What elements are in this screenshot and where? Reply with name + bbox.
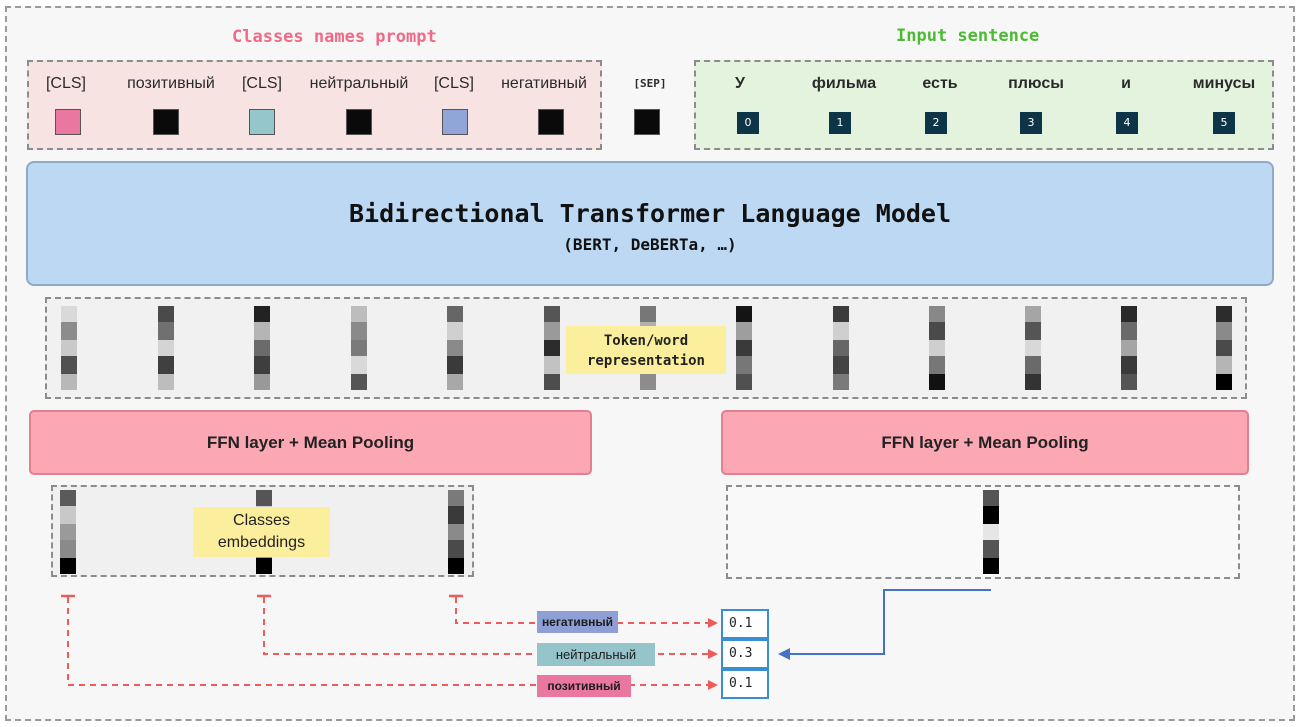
sentence-word: есть <box>922 75 958 92</box>
ffn-mean-pooling-right: FFN layer + Mean Pooling <box>721 410 1249 475</box>
word-token-square <box>346 109 372 135</box>
sep-token-label: [SEP] <box>633 77 667 90</box>
sentence-word: фильма <box>811 75 877 92</box>
prompt-token-label: позитивный <box>127 75 215 92</box>
cls-positive-token-square <box>55 109 81 135</box>
model-title: Bidirectional Transformer Language Model <box>348 199 952 228</box>
prompt-token-label: [CLS] <box>241 75 282 92</box>
token-index-badge: 0 <box>737 112 759 134</box>
prompt-token-label: [CLS] <box>433 75 474 92</box>
input-sentence-title: Input sentence <box>896 26 1040 46</box>
token-vector <box>1216 306 1232 390</box>
class-embedding-vector <box>448 490 464 574</box>
token-representation-label: Token/word representation <box>566 326 726 374</box>
token-vector <box>254 306 270 390</box>
score-positive: 0.1 <box>721 669 769 699</box>
sentence-word: минусы <box>1192 75 1256 92</box>
prompt-token-label: нейтральный <box>309 75 409 92</box>
token-index-badge: 3 <box>1020 112 1042 134</box>
score-negative: 0.1 <box>721 609 769 639</box>
token-vector <box>1025 306 1041 390</box>
sentence-word: У <box>735 75 745 92</box>
token-index-badge: 1 <box>829 112 851 134</box>
token-vector <box>736 306 752 390</box>
class-label-negative: негативный <box>537 611 618 633</box>
classes-prompt-box <box>27 60 602 150</box>
sentence-word: плюсы <box>1008 75 1064 92</box>
token-vector <box>61 306 77 390</box>
class-label-positive: позитивный <box>537 675 631 697</box>
cls-negative-token-square <box>442 109 468 135</box>
token-vector <box>1121 306 1137 390</box>
token-vector <box>929 306 945 390</box>
sep-token-square <box>634 109 660 135</box>
score-neutral: 0.3 <box>721 639 769 669</box>
transformer-model-block: Bidirectional Transformer Language Model… <box>26 161 1274 286</box>
token-vector <box>158 306 174 390</box>
class-label-neutral: нейтральный <box>537 643 655 666</box>
word-token-square <box>153 109 179 135</box>
token-index-badge: 2 <box>925 112 947 134</box>
word-token-square <box>538 109 564 135</box>
token-vector <box>544 306 560 390</box>
sentence-word: и <box>1121 75 1131 92</box>
token-vector <box>351 306 367 390</box>
classes-prompt-title: Classes names prompt <box>232 27 437 47</box>
class-embedding-vector <box>60 490 76 574</box>
ffn-mean-pooling-left: FFN layer + Mean Pooling <box>29 410 592 475</box>
prompt-token-label: негативный <box>501 75 587 92</box>
classes-embeddings-label: Classes embeddings <box>193 507 330 557</box>
token-index-badge: 5 <box>1213 112 1235 134</box>
model-subtitle: (BERT, DeBERTa, …) <box>563 235 737 254</box>
token-vector <box>833 306 849 390</box>
prompt-token-label: [CLS] <box>45 75 86 92</box>
token-index-badge: 4 <box>1116 112 1138 134</box>
sentence-embedding-vector <box>983 490 999 574</box>
cls-neutral-token-square <box>249 109 275 135</box>
input-sentence-box <box>694 60 1274 150</box>
token-vector <box>447 306 463 390</box>
